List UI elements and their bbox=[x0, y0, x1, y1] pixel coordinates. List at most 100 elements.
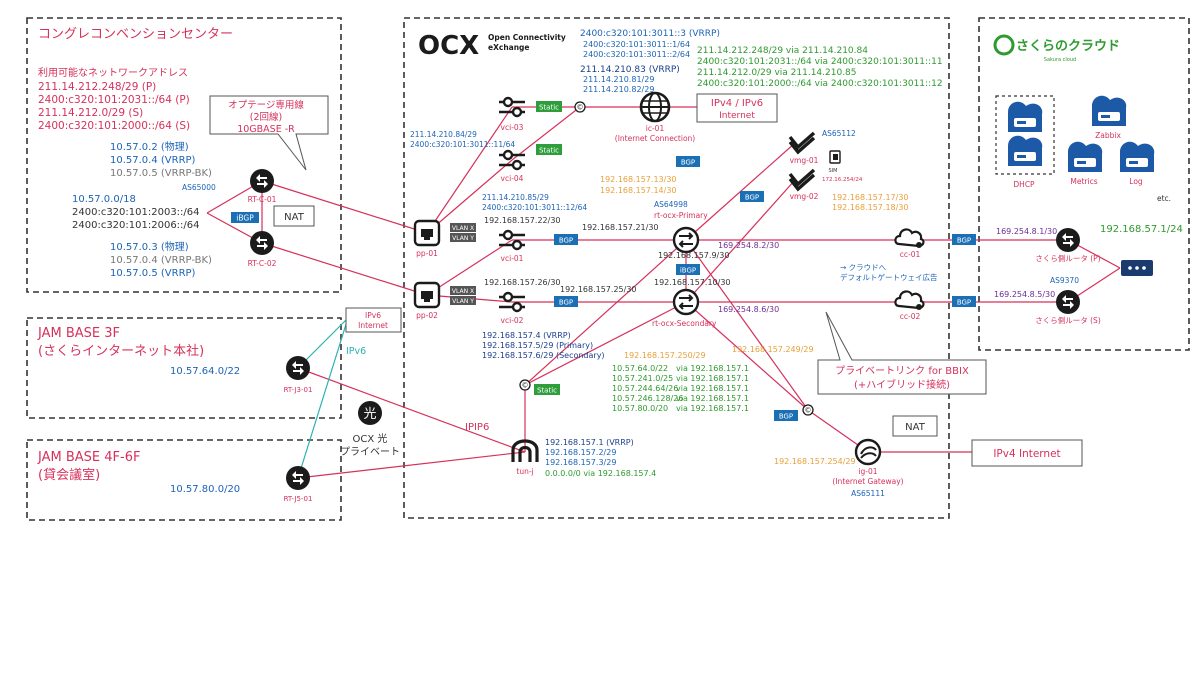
hikari-icon: 光 bbox=[358, 401, 382, 425]
conv-addr-4: 2400:c320:101:2000::/64 (S) bbox=[38, 120, 190, 132]
jam3-net: 10.57.64.0/22 bbox=[170, 366, 240, 377]
pp2-addr2: 2400:c320:101:3011::12/64 bbox=[482, 203, 587, 212]
addr-primary5: 192.168.157.5/29 (Primary) bbox=[482, 341, 593, 350]
callout-line2: (2回線) bbox=[250, 111, 282, 123]
bgp-badge-cc01 bbox=[952, 234, 976, 245]
metrics-server bbox=[1068, 141, 1103, 172]
ipip6-label: IPIP6 bbox=[465, 422, 489, 433]
tun-j-icon[interactable] bbox=[511, 439, 539, 462]
vlany-badge-2 bbox=[450, 296, 476, 305]
ig-01[interactable] bbox=[854, 438, 882, 466]
cc-01-label: cc-01 bbox=[900, 250, 921, 259]
sr-net-2: 10.57.241.0/25 bbox=[612, 374, 673, 383]
static-badge-1 bbox=[536, 101, 562, 112]
ocx-top3: 2400:c320:101:3011::2/64 bbox=[583, 50, 690, 59]
static-badge-2 bbox=[536, 144, 562, 155]
ibgp-label-ocx: iBGP bbox=[680, 267, 696, 275]
bgp-badge-vci01 bbox=[554, 234, 578, 245]
log-label: Log bbox=[1129, 177, 1143, 186]
addr-10: 192.168.157.10/30 bbox=[654, 278, 731, 287]
route-1: 211.14.212.248/29 via 211.14.210.84 bbox=[697, 46, 868, 56]
addr-14: 192.168.157.14/30 bbox=[600, 186, 677, 195]
vci-04-label: vci-04 bbox=[501, 174, 524, 183]
ocx-hikari-1: OCX 光 bbox=[353, 432, 388, 445]
dhcp-label: DHCP bbox=[1013, 180, 1035, 189]
ipv6-box-line2: Internet bbox=[358, 321, 388, 330]
conv-ibgp-label: iBGP bbox=[236, 214, 254, 223]
addr-169-2: 169.254.8.2/30 bbox=[718, 241, 779, 250]
addr-254: 192.168.157.254/29 bbox=[774, 457, 856, 466]
rt-ocx-primary[interactable] bbox=[672, 226, 700, 254]
inet-box-line2: Internet bbox=[719, 111, 755, 121]
route-3: 211.14.212.0/29 via 211.14.210.85 bbox=[697, 68, 857, 78]
vmg-01-label: vmg-01 bbox=[790, 156, 819, 165]
ocx-top1: 2400:c320:101:3011::3 (VRRP) bbox=[580, 29, 720, 39]
ocx-logo-sub2: eXchange bbox=[488, 43, 530, 52]
dhcp-server-1 bbox=[1008, 101, 1043, 132]
ocx-box bbox=[403, 17, 950, 519]
addr-21-30: 192.168.157.21/30 bbox=[582, 223, 659, 232]
ibgp-badge-ocx bbox=[676, 264, 700, 275]
pp-addr2: 2400:c320:101:3011::11/64 bbox=[410, 140, 515, 149]
route-4: 2400:c320:101:2000::/64 via 2400:c320:10… bbox=[697, 79, 943, 89]
dhcp-server-2 bbox=[1008, 135, 1043, 166]
addr-169-6: 169.254.8.6/30 bbox=[718, 305, 779, 314]
conv-addr-3: 211.14.212.0/29 (S) bbox=[38, 107, 143, 119]
conv-as: AS65000 bbox=[182, 183, 216, 192]
addr-26-30: 192.168.157.26/30 bbox=[484, 278, 561, 287]
pp-01[interactable] bbox=[413, 219, 441, 247]
vlanx-badge-2 bbox=[450, 286, 476, 295]
vmg-02[interactable] bbox=[788, 168, 816, 191]
tun-addr1: 192.168.157.1 (VRRP) bbox=[545, 438, 634, 447]
sr-via-3: via 192.168.157.1 bbox=[676, 384, 749, 393]
jam3-title2: (さくらインターネット本社) bbox=[38, 343, 204, 359]
rt-j5-01[interactable] bbox=[286, 466, 310, 490]
ipv4-internet-box bbox=[971, 439, 1083, 467]
ic-01-label: ic-01 bbox=[646, 124, 665, 133]
bgp-badge-vci02 bbox=[554, 296, 578, 307]
rt-j3-01[interactable] bbox=[286, 356, 310, 380]
vrrp1: 10.57.0.4 (VRRP) bbox=[110, 155, 196, 166]
zabbix-server bbox=[1092, 95, 1127, 126]
sr-net-1: 10.57.64.0/22 bbox=[612, 364, 668, 373]
as65111: AS65111 bbox=[851, 489, 885, 498]
net3: 2400:c320:101:2006::/64 bbox=[72, 220, 200, 231]
sakura-router-s-label: さくら側ルータ (S) bbox=[1035, 315, 1101, 325]
bgp-label-cc02: BGP bbox=[957, 299, 971, 307]
pp-02-label: pp-02 bbox=[416, 311, 438, 320]
addr-25-30: 192.168.157.25/30 bbox=[560, 285, 637, 294]
rt-ocx-secondary-label: rt-ocx-Secondary bbox=[652, 319, 717, 328]
jam4-net: 10.57.80.0/20 bbox=[170, 484, 240, 495]
conv-nat-box bbox=[273, 205, 315, 227]
vrrpbk1: 10.57.0.5 (VRRP-BK) bbox=[110, 168, 212, 179]
conv-addr-1: 211.14.212.248/29 (P) bbox=[38, 81, 156, 93]
addr-9: 192.168.157.9/30 bbox=[658, 251, 729, 260]
ic-01[interactable] bbox=[639, 91, 671, 123]
ocx-hikari-2: プライベート bbox=[340, 446, 400, 458]
tun-addr2: 192.168.157.2/29 bbox=[545, 448, 616, 457]
rt-c-02[interactable] bbox=[250, 231, 274, 255]
ipv4-ipv6-internet-box bbox=[696, 93, 778, 123]
bbix-callout: プライベートリンク for BBIX (+ハイブリッド接続) bbox=[817, 311, 987, 395]
vlany-label-1: VLAN Y bbox=[452, 235, 474, 242]
sr-net-4: 10.57.246.128/26 bbox=[612, 394, 683, 403]
rt-c-01[interactable] bbox=[250, 169, 274, 193]
phys1: 10.57.0.2 (物理) bbox=[110, 140, 189, 153]
sakura-router-s[interactable] bbox=[1056, 290, 1080, 314]
cc-02-label: cc-02 bbox=[900, 312, 921, 321]
phys2: 10.57.0.3 (物理) bbox=[110, 240, 189, 253]
sakura-router-p[interactable] bbox=[1056, 228, 1080, 252]
pp-02[interactable] bbox=[413, 281, 441, 309]
sr-net-3: 10.57.244.64/26 bbox=[612, 384, 678, 393]
ocx-nat-box bbox=[892, 415, 938, 437]
cc-01[interactable] bbox=[894, 228, 925, 250]
conv-nat-label: NAT bbox=[284, 212, 305, 223]
sakura-cloud-box bbox=[978, 17, 1190, 351]
vrrpbk2: 10.57.0.4 (VRRP-BK) bbox=[110, 255, 212, 266]
vmg-02-label: vmg-02 bbox=[790, 192, 819, 201]
cc-02[interactable] bbox=[894, 290, 925, 312]
rt-ocx-secondary[interactable] bbox=[672, 288, 700, 316]
ipv4-internet-label: IPv4 Internet bbox=[993, 448, 1060, 460]
vmg-01[interactable] bbox=[788, 131, 816, 154]
